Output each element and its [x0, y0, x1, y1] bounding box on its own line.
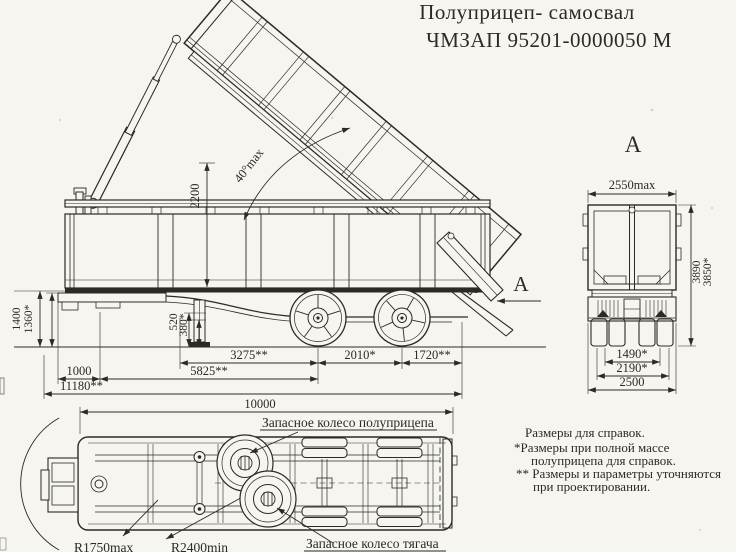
rear-view-label: А: [625, 132, 642, 157]
dim-1400: 1400: [11, 307, 23, 330]
scan-artifacts: [0, 108, 713, 551]
dim-1000: 1000: [67, 364, 92, 378]
label-spare-tractor: Запасное колесо тягача: [306, 536, 439, 551]
dim-380: 380*: [178, 313, 190, 336]
dim-3275: 3275**: [230, 348, 268, 362]
side-wheel-front: [289, 289, 347, 347]
drawing-title: Полуприцеп- самосвал ЧМЗАП 95201-0000050…: [419, 0, 672, 52]
label-spare-semitrailer: Запасное колесо полуприцепа: [262, 415, 434, 430]
note-line-1: Размеры для справок.: [525, 425, 645, 440]
dim-1360: 1360*: [23, 304, 35, 333]
dim-3850: 3850*: [702, 257, 714, 286]
note-line-5: при проектировании.: [533, 479, 650, 494]
dim-3890: 3890: [691, 260, 703, 283]
dim-2010: 2010*: [344, 348, 375, 362]
chassis: [57, 291, 514, 347]
dim-2190: 2190*: [616, 361, 647, 375]
note-line-2: *Размеры при полной массе: [514, 440, 670, 455]
dim-1720: 1720**: [413, 348, 451, 362]
note-line-4: ** Размеры и параметры уточняются: [516, 466, 721, 481]
rear-bogie: [587, 289, 677, 347]
dim-2550max: 2550max: [609, 178, 656, 192]
notes-block: Размеры для справок. *Размеры при полной…: [514, 425, 721, 494]
spare-wheel-tractor: [239, 470, 297, 528]
dim-1490: 1490*: [616, 347, 647, 361]
dim-5825: 5825**: [190, 364, 228, 378]
plan-view: 10000: [20, 397, 458, 552]
dim-520: 520: [168, 313, 180, 331]
r2400-leader: [165, 493, 249, 540]
title-line-1: Полуприцеп- самосвал: [419, 0, 635, 24]
rear-body: [582, 204, 682, 291]
title-line-2: ЧМЗАП 95201-0000050 М: [426, 28, 672, 52]
rear-view-dimensions: 1490* 2190* 2500 3890 3850*: [587, 204, 714, 394]
kingpin: [90, 475, 108, 493]
side-view: 2200 40°max 1400 1360* 520 380*: [11, 0, 546, 399]
dim-11180: 11180**: [60, 379, 103, 393]
r1750-leader: [122, 499, 159, 537]
dim-10000: 10000: [244, 397, 275, 411]
dim-r1750max: R1750max: [74, 540, 133, 552]
swing-radius-arc: [20, 417, 60, 551]
dim-2200: 2200: [188, 184, 202, 209]
plan-labels: Запасное колесо полуприцепа Запасное кол…: [74, 415, 446, 552]
view-a-arrow-label: А: [513, 272, 529, 296]
dim-2500: 2500: [620, 375, 645, 389]
rear-view: А 2550max: [582, 132, 714, 394]
platform-body: [64, 199, 491, 293]
dim-r2400min: R2400min: [171, 540, 228, 552]
note-line-3: полуприцепа для справок.: [531, 453, 676, 468]
dim-angle-40max: 40°max: [231, 145, 267, 185]
open-tailgate: [436, 231, 504, 302]
hoist-cylinder: [87, 34, 181, 209]
